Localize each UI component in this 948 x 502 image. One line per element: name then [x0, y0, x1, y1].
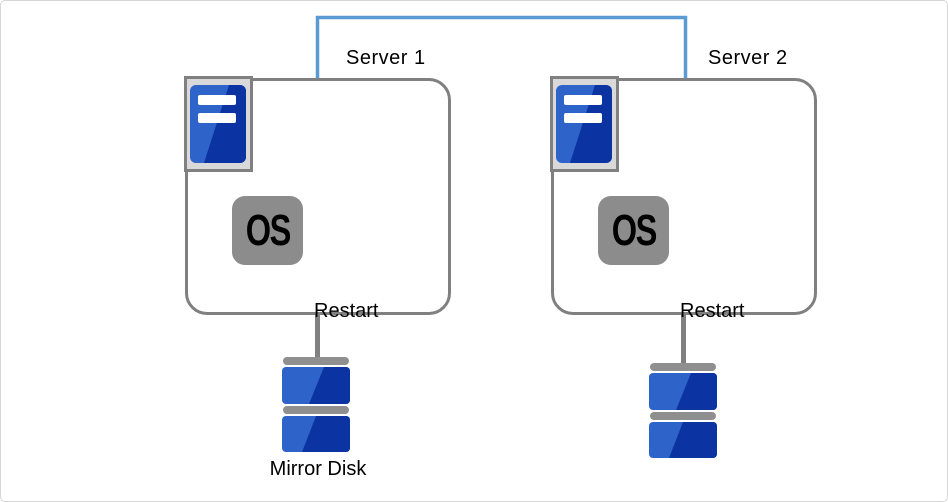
- os-icon: OS: [598, 196, 669, 265]
- mirror-disk-label: Mirror Disk: [269, 458, 367, 480]
- os-badge-label: OS: [245, 205, 291, 255]
- mirror-disk-icon: [649, 363, 717, 458]
- os-badge-label: OS: [611, 205, 657, 255]
- server-2-label: Server 2: [708, 47, 788, 69]
- restart-label: Restart: [680, 300, 745, 322]
- server-icon: [184, 76, 253, 172]
- os-icon: OS: [232, 196, 303, 265]
- server-icon: [550, 76, 619, 172]
- server-1-label: Server 1: [346, 47, 426, 69]
- server-2-group: OS Restart: [550, 76, 817, 458]
- mirror-disk-icon: [282, 357, 350, 452]
- server-1-group: OS Restart Mirror Disk: [184, 76, 451, 480]
- restart-label: Restart: [314, 300, 379, 322]
